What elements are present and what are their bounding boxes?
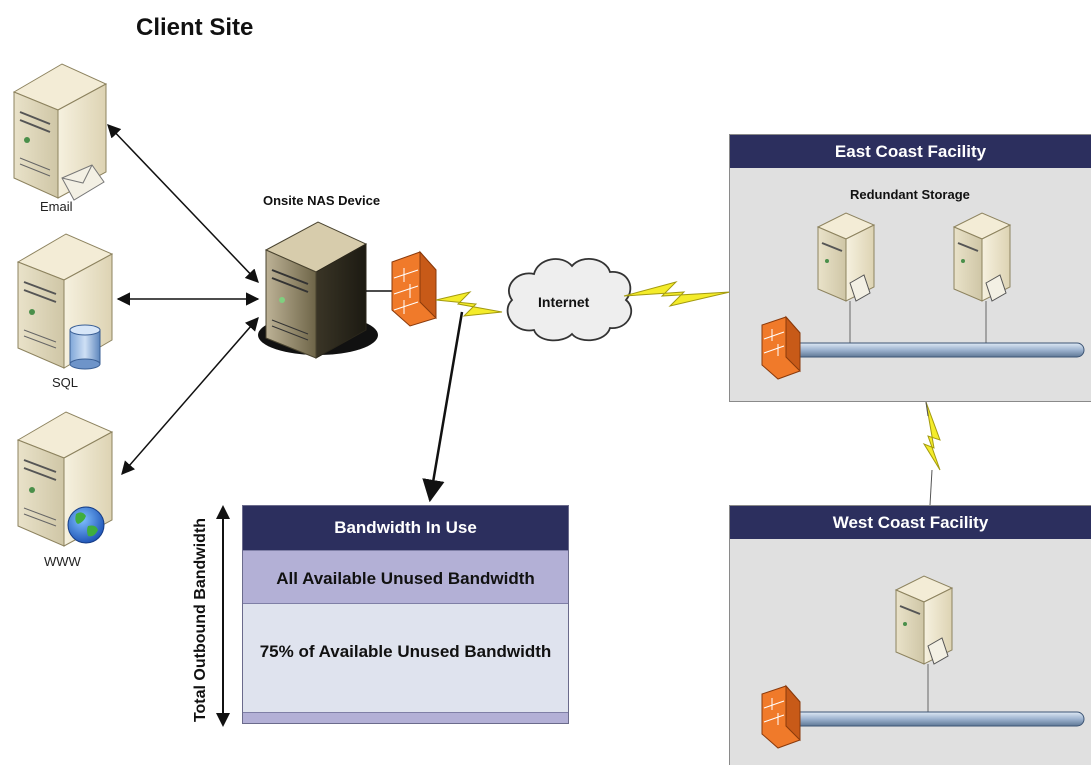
nas-server-icon: [258, 221, 378, 359]
internet-label: Internet: [538, 294, 590, 310]
all-unused-bandwidth-row: All Available Unused Bandwidth: [243, 550, 568, 604]
pct-unused-bandwidth-row: 75% of Available Unused Bandwidth: [243, 604, 568, 712]
double-arrow-icon: [216, 505, 230, 727]
firewall-icon: [761, 315, 801, 380]
total-outbound-bandwidth-label: Total Outbound Bandwidth: [192, 517, 209, 723]
www-label: WWW: [44, 554, 81, 569]
lightning-icon: [922, 401, 941, 471]
firewall-icon: [391, 250, 437, 327]
east-west-line: [925, 401, 929, 417]
globe-icon: [67, 506, 105, 544]
email-label: Email: [40, 199, 73, 214]
www-nas-arrow: [121, 316, 259, 476]
server-icon: [894, 575, 954, 665]
cloud-icon: [506, 258, 632, 342]
redundant-storage-label: Redundant Storage: [850, 187, 970, 202]
server-icon: [952, 212, 1012, 302]
database-icon: [69, 324, 101, 370]
lightning-icon: [435, 291, 503, 317]
bandwidth-bottom-row: [243, 712, 568, 723]
sql-label: SQL: [52, 375, 79, 390]
server-icon: [816, 212, 876, 302]
bandwidth-in-use-row: Bandwidth In Use: [243, 506, 568, 550]
firewall-icon: [761, 684, 801, 749]
east-coast-facility: East Coast Facility Redundant Storage: [729, 134, 1091, 402]
page-title: Client Site: [136, 14, 254, 41]
east-west-line-2: [929, 469, 933, 506]
email-nas-arrow: [107, 124, 259, 283]
east-facility-title: East Coast Facility: [730, 135, 1091, 168]
lightning-icon: [623, 281, 731, 307]
west-facility-title: West Coast Facility: [730, 506, 1091, 539]
nas-label: Onsite NAS Device: [263, 193, 381, 208]
bandwidth-table: Bandwidth In Use All Available Unused Ba…: [242, 505, 569, 724]
bandwidth-arrow: [422, 311, 464, 503]
west-facility-graphics: [761, 575, 1085, 749]
east-facility-graphics: [761, 212, 1085, 380]
network-bus: [789, 342, 1085, 358]
network-bus: [789, 711, 1085, 727]
envelope-icon: [61, 164, 105, 201]
west-coast-facility: West Coast Facility: [729, 505, 1091, 765]
